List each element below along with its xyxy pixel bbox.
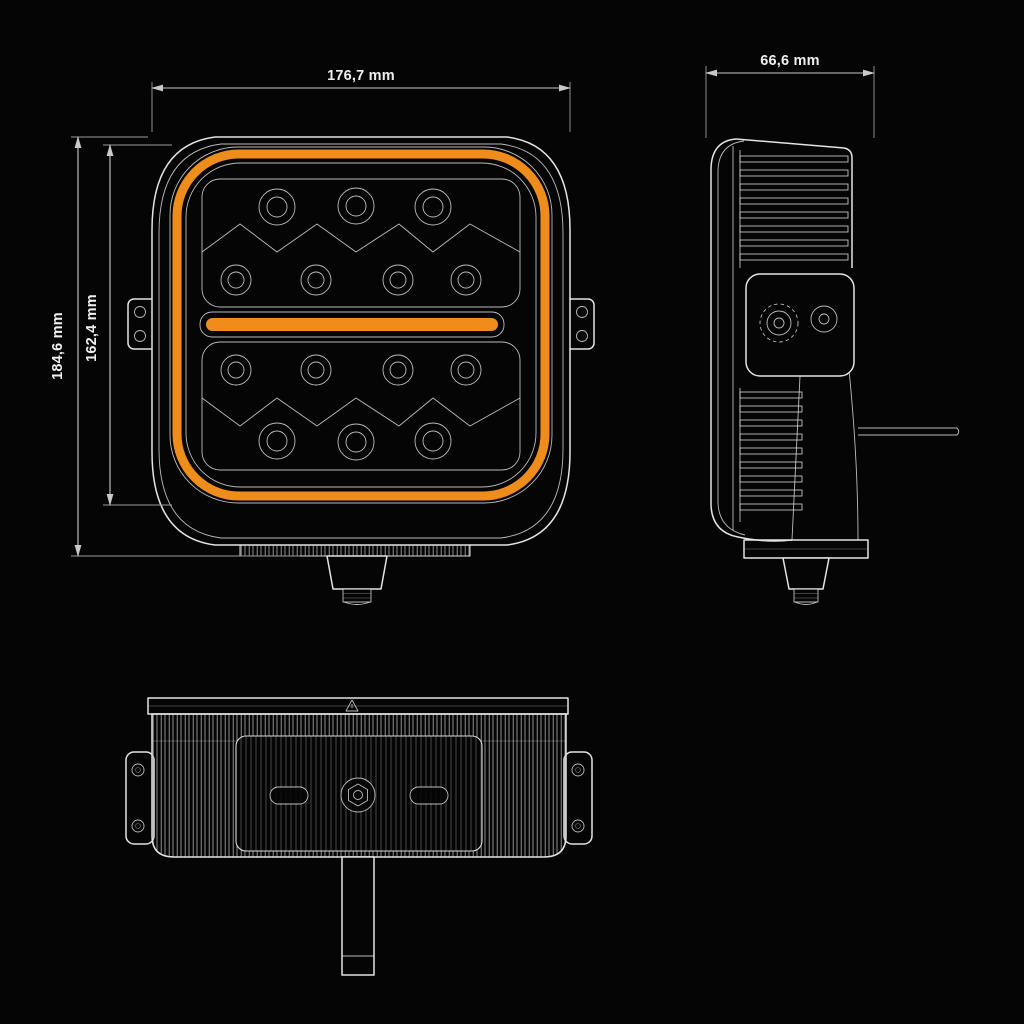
heatsink-fins-upper (739, 150, 849, 268)
center-nut (340, 777, 376, 813)
mount-thread (793, 588, 819, 603)
pivot-gear-icon (759, 303, 799, 343)
led-panel-top (201, 178, 521, 308)
bolt-head-icon (576, 330, 588, 342)
bolt-head-icon (134, 330, 146, 342)
side-mount-foot (743, 539, 869, 605)
side-view (710, 138, 960, 605)
side-bracket (745, 273, 855, 377)
dim-label-side-depth: 66,6 mm (760, 53, 819, 69)
bottom-mount-tab-left (125, 751, 155, 845)
bolt-head-icon (131, 819, 145, 833)
mount-nut (782, 557, 830, 590)
bolt-head-icon (576, 306, 588, 318)
pivot-bolt-icon (810, 305, 838, 333)
led-array-top (220, 187, 482, 296)
mount-thread (342, 588, 372, 603)
dim-side-depth: 66,6 mm (705, 53, 875, 138)
dim-label-front-height-inner: 162,4 mm (84, 294, 100, 362)
bottom-mount-tab-right (563, 751, 593, 845)
dim-front-width: 176,7 mm (151, 68, 571, 132)
bolt-head-icon (571, 763, 585, 777)
slot-right (409, 786, 449, 805)
side-mount-arm (791, 375, 801, 541)
front-housing-outline (151, 136, 571, 546)
warning-triangle-icon (345, 699, 359, 712)
bottom-center-plate (235, 735, 483, 852)
dim-front-height-outer: 184,6 mm (50, 136, 300, 557)
mount-nut (326, 555, 388, 590)
drl-ring (172, 149, 550, 501)
dim-front-height-inner: 162,4 mm (84, 144, 172, 506)
side-lens-profile (710, 138, 739, 538)
dim-label-front-width: 176,7 mm (327, 68, 395, 84)
led-array-bottom (220, 354, 482, 461)
heatsink-fins-lower (739, 388, 803, 522)
front-view (127, 136, 595, 605)
bottom-view (125, 697, 593, 976)
dimension-annotations: 176,7 mm 184,6 mm 162,4 mm 66,6 mm (50, 53, 875, 557)
front-mount-foot (239, 537, 471, 605)
cable (858, 427, 960, 436)
dim-label-front-height-outer: 184,6 mm (50, 312, 66, 380)
bolt-head-icon (131, 763, 145, 777)
bolt-head-icon (134, 306, 146, 318)
slot-left (269, 786, 309, 805)
led-panel-bottom (201, 341, 521, 471)
bottom-mount-stem (341, 856, 375, 976)
bolt-head-icon (571, 819, 585, 833)
drl-bar (206, 318, 498, 331)
